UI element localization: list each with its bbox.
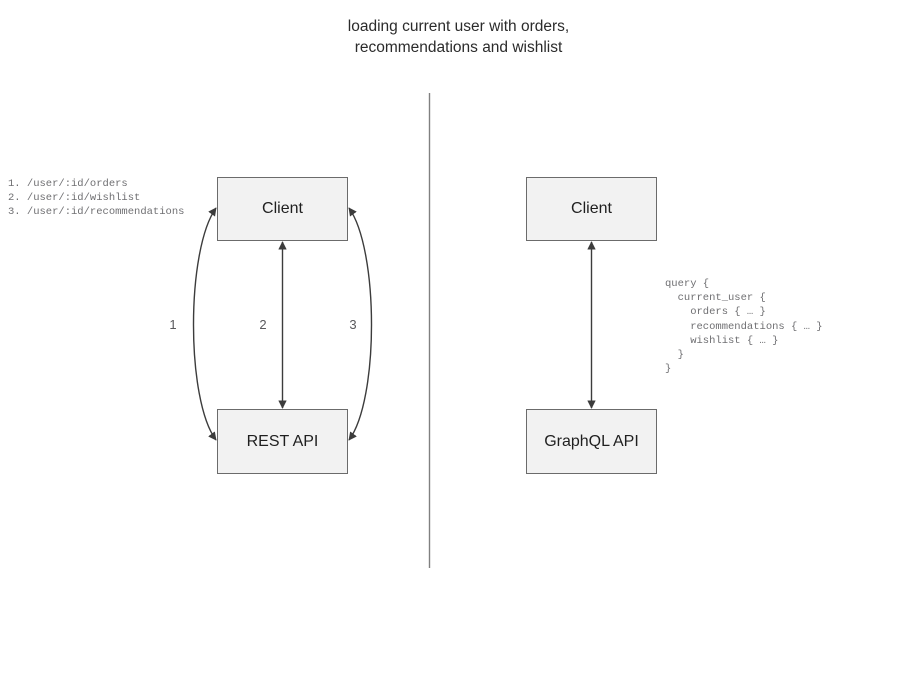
edge-1-curve [192, 207, 217, 441]
node-client-graphql: Client [526, 177, 657, 241]
edge-3-curve [348, 207, 373, 441]
node-graphql-api: GraphQL API [526, 409, 657, 474]
edge-label-1: 1 [169, 317, 177, 332]
node-client-rest-label: Client [262, 200, 303, 217]
node-client-graphql-label: Client [571, 200, 612, 217]
edge-label-2: 2 [259, 317, 267, 332]
graphql-query-block: query { current_user { orders { … } reco… [665, 278, 823, 376]
rest-endpoint-list: 1. /user/:id/orders 2. /user/:id/wishlis… [8, 178, 185, 219]
node-rest-api-label: REST API [246, 432, 319, 450]
edge-label-3: 3 [349, 317, 357, 332]
diagram-title: loading current user with orders, recomm… [347, 18, 570, 56]
node-client-rest: Client [217, 177, 348, 241]
node-graphql-api-label: GraphQL API [544, 432, 639, 450]
node-rest-api: REST API [217, 409, 348, 474]
